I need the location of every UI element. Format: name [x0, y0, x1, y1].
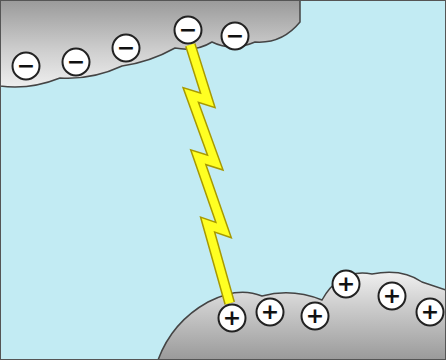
charge-sign: + [331, 269, 361, 299]
bolt-outline [190, 45, 229, 303]
charge-circle: + [415, 297, 445, 327]
charge-circle: − [220, 21, 250, 51]
charge-sign: + [300, 301, 330, 331]
charge-sign: − [61, 47, 91, 77]
charge-circle: − [111, 33, 141, 63]
lightning-bolt [190, 45, 229, 303]
charge-sign: + [255, 297, 285, 327]
charge-sign: − [173, 15, 203, 45]
charge-sign: − [11, 51, 41, 81]
charge-sign: − [220, 21, 250, 51]
charge-circle: + [331, 269, 361, 299]
charge-circle: + [255, 297, 285, 327]
positive-ground [158, 272, 446, 360]
charge-sign: + [415, 297, 445, 327]
charge-circle: + [300, 301, 330, 331]
charge-circle: − [11, 51, 41, 81]
bolt-fill [190, 45, 229, 303]
charge-circle: − [173, 15, 203, 45]
charge-sign: + [217, 303, 247, 333]
charge-sign: − [111, 33, 141, 63]
charge-circle: + [217, 303, 247, 333]
charge-circle: + [377, 281, 407, 311]
charge-circle: − [61, 47, 91, 77]
charge-sign: + [377, 281, 407, 311]
negative-cloud [0, 0, 300, 87]
